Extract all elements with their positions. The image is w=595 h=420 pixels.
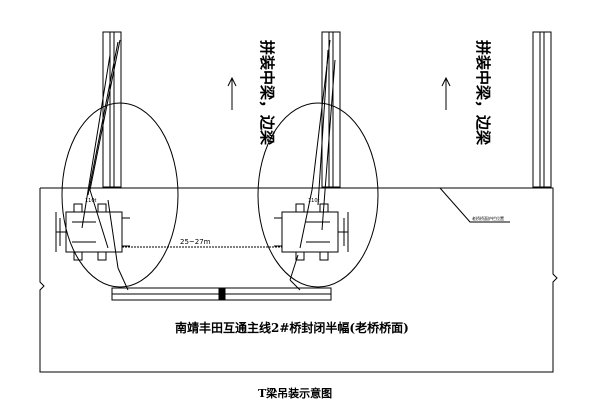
t-beam-right	[532, 31, 552, 188]
arrow-up-right	[441, 76, 451, 110]
beam-center-mark	[218, 287, 226, 301]
guardrail-callout	[439, 187, 510, 223]
bridge-deck-outline	[39, 187, 558, 373]
guardrail-callout-label: 老桥桥面护栏位置	[472, 215, 504, 221]
crane-left: 110t	[55, 39, 179, 291]
direction-label-right: 拼装中梁，边梁	[474, 40, 492, 146]
span-label: 25~27m	[180, 238, 211, 246]
crane-right-size-label: 110t	[308, 198, 320, 204]
crane-left-size-label: 110t	[85, 198, 97, 204]
arrow-up-left	[227, 76, 237, 110]
crane-right: 110t	[257, 39, 379, 291]
bridge-label: 南靖丰田互通主线2#桥封闭半幅(老桥桥面)	[175, 320, 409, 335]
diagram-title: T梁吊装示意图	[258, 386, 332, 400]
direction-label-left: 拼装中梁，边梁	[258, 40, 276, 146]
span-dimension	[121, 243, 283, 251]
